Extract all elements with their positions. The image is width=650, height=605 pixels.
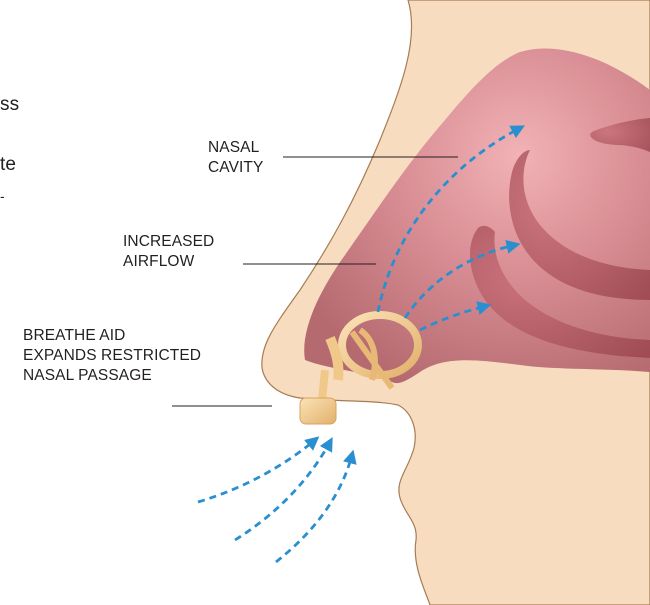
label-line: INCREASED	[123, 232, 214, 252]
label-line: CAVITY	[208, 158, 263, 178]
dashed-airflow-arrow	[198, 440, 315, 502]
cut-off-text-3: -	[0, 186, 5, 206]
cut-off-text-fragment: ss	[0, 95, 19, 115]
label-line: BREATHE AID	[23, 326, 201, 346]
cut-off-text-fragment: te	[0, 155, 16, 175]
airflow-arrows-incoming	[198, 440, 352, 562]
cut-off-text-2: te	[0, 155, 16, 175]
dashed-airflow-arrow	[276, 455, 352, 562]
breathe-aid-label: BREATHE AID EXPANDS RESTRICTED NASAL PAS…	[23, 326, 201, 386]
increased-airflow-label: INCREASED AIRFLOW	[123, 232, 214, 272]
label-line: AIRFLOW	[123, 252, 214, 272]
label-line: NASAL	[208, 138, 263, 158]
nasal-cavity-label: NASAL CAVITY	[208, 138, 263, 178]
cut-off-text-1: ss	[0, 95, 19, 115]
cut-off-text-fragment: -	[0, 186, 5, 206]
label-line: EXPANDS RESTRICTED	[23, 346, 201, 366]
label-line: NASAL PASSAGE	[23, 366, 201, 386]
